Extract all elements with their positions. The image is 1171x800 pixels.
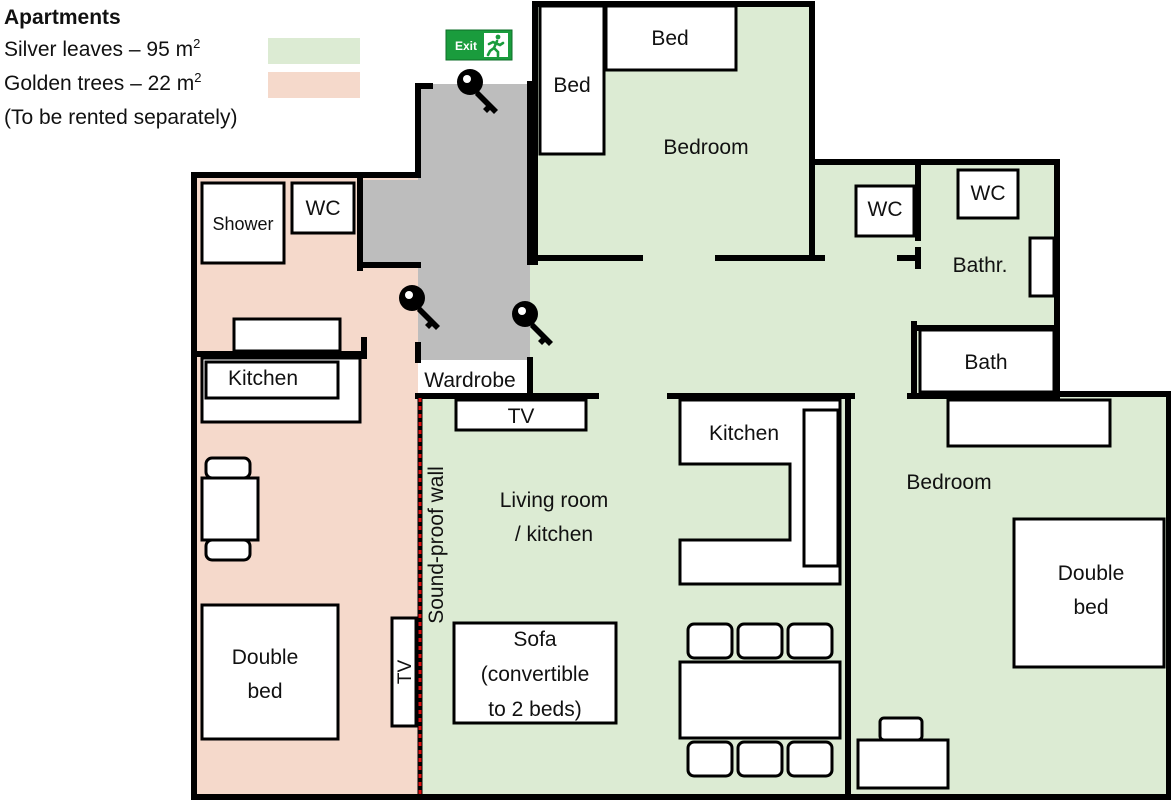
legend-silver-swatch (268, 38, 360, 64)
soundproof-wall-label: Sound-proof wall (425, 466, 448, 624)
golden-kitchen-label: Kitchen (228, 367, 298, 390)
exit-sign-label: Exit (455, 39, 477, 53)
double-bed-label-2: bed (1073, 596, 1108, 619)
legend: Apartments Silver leaves – 95 m2 Golden … (4, 6, 360, 129)
bed-side-label: Bed (553, 74, 590, 97)
exit-sign-icon: Exit (445, 29, 513, 61)
wc-1-label: WC (868, 198, 903, 221)
running-person-icon (486, 34, 505, 58)
wardrobe-label: Wardrobe (424, 369, 515, 392)
legend-note: (To be rented separately) (4, 106, 237, 129)
sofa-label-2: (convertible (481, 663, 590, 686)
shower-label: Shower (212, 214, 273, 234)
legend-silver-label: Silver leaves – 95 m2 (4, 36, 200, 61)
walls (191, 1, 1171, 800)
double-bed-label-1: Double (1058, 562, 1125, 585)
bed-top-label: Bed (651, 27, 688, 50)
golden-wc-label: WC (306, 197, 341, 220)
legend-title: Apartments (4, 6, 121, 29)
bedroom-right-label: Bedroom (906, 471, 991, 494)
wc-2-label: WC (971, 182, 1006, 205)
golden-double-bed-label-1: Double (232, 646, 299, 669)
golden-tv-label: TV (395, 660, 416, 685)
bathroom-label: Bathr. (953, 254, 1008, 277)
legend-golden-label: Golden trees – 22 m2 (4, 70, 202, 95)
living-kitchen-label: Kitchen (709, 422, 779, 445)
living-tv-label: TV (508, 405, 535, 428)
golden-fixtures (200, 181, 418, 741)
silver-fixtures (452, 4, 1166, 790)
bedroom-top-label: Bedroom (663, 136, 748, 159)
living-room-label-1: Living room (500, 489, 609, 512)
golden-double-bed-label-2: bed (247, 680, 282, 703)
labels: Shower WC Kitchen Double bed TV Wardrobe… (212, 27, 1124, 721)
sofa-label-3: to 2 beds) (488, 698, 581, 721)
common-corridor (363, 84, 530, 360)
sofa-label-1: Sofa (513, 628, 557, 651)
bath-label: Bath (964, 351, 1007, 374)
legend-golden-swatch (268, 72, 360, 98)
living-room-label-2: / kitchen (515, 523, 593, 546)
